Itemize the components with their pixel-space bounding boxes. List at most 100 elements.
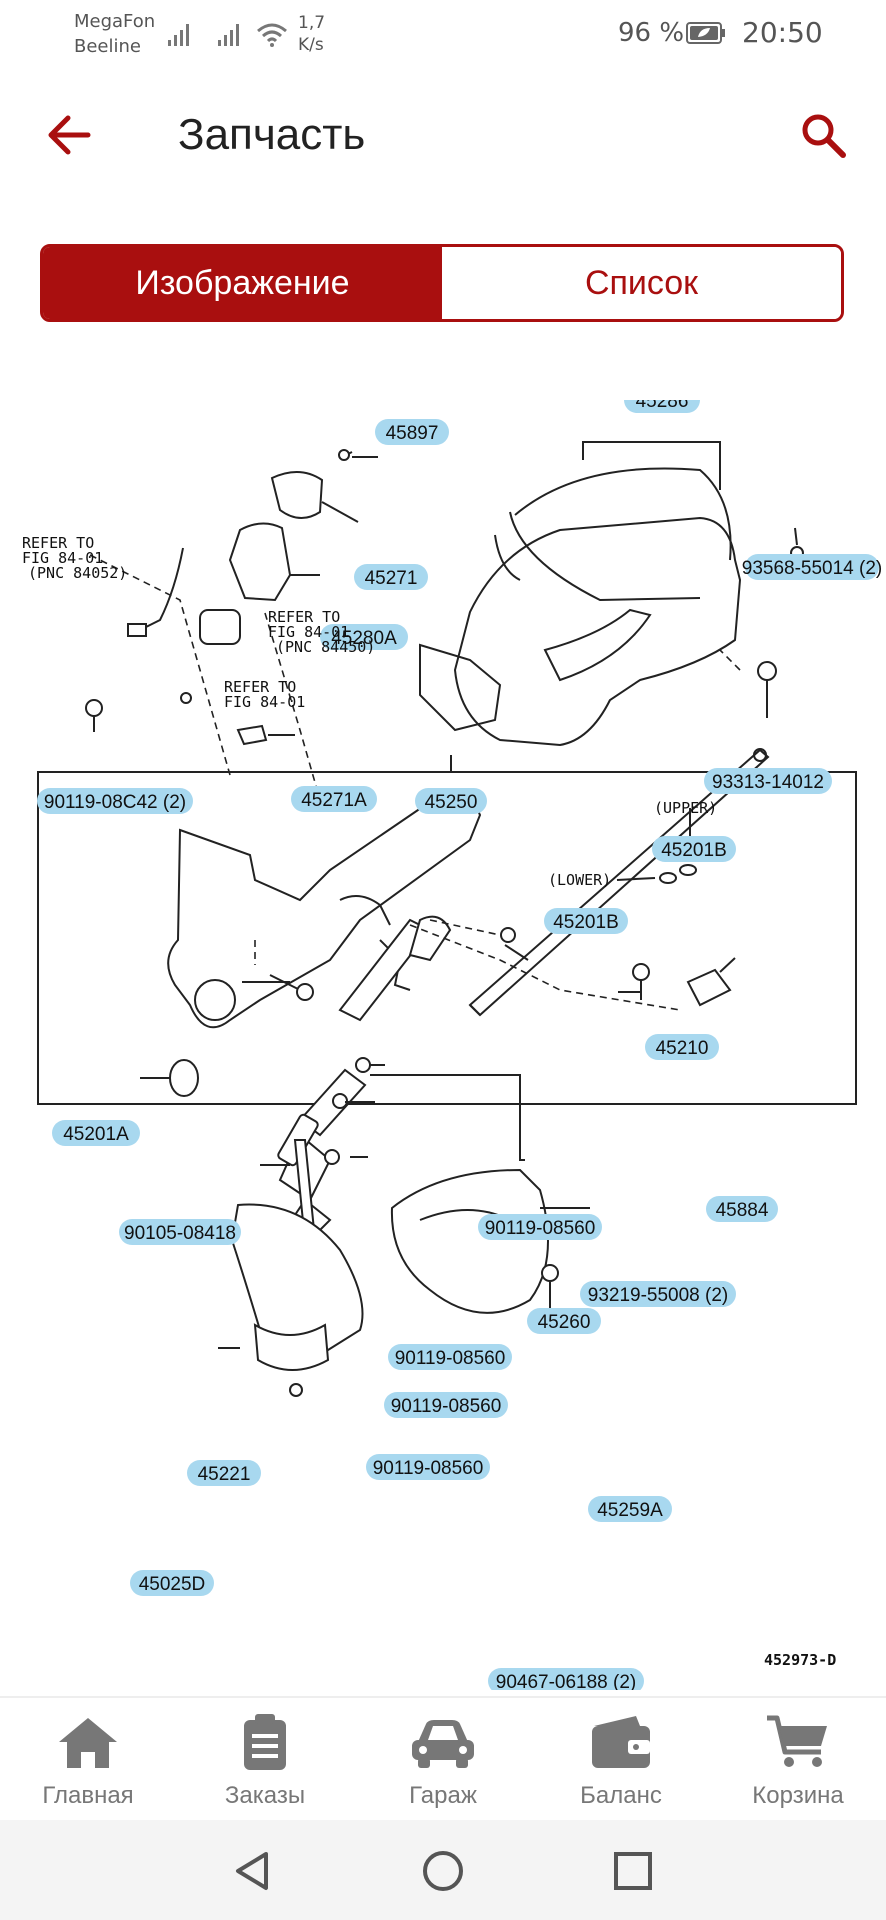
part-number: 90119-08560 — [485, 1218, 596, 1239]
part-callout-c93219[interactable]: 93219-55008 (2) — [580, 1281, 736, 1307]
part-number: 93568-55014 (2) — [742, 558, 883, 579]
part-number: 93219-55008 (2) — [588, 1285, 729, 1306]
callout-bubble — [478, 1214, 602, 1240]
boot-45884 — [686, 968, 732, 1007]
car-icon — [412, 1720, 474, 1768]
bolt-90105-head — [296, 983, 314, 1001]
part-callout-c90119_d[interactable]: 90119-08560 — [366, 1454, 490, 1480]
part-callout-c90467[interactable]: 90467-06188 (2) — [488, 1668, 644, 1690]
home-icon — [59, 1718, 117, 1768]
part-callout-c93313[interactable]: 93313-14012 — [704, 768, 832, 794]
callout-bubble — [375, 419, 449, 445]
nav-label: Заказы — [224, 1782, 306, 1809]
callout-bubble — [706, 1196, 778, 1222]
callout-bubble — [588, 1496, 672, 1522]
upper-note: (UPPER) — [654, 799, 717, 817]
tab-image[interactable]: Изображение — [43, 247, 442, 319]
tab-list[interactable]: Список — [442, 247, 841, 319]
signal-icon — [168, 24, 189, 46]
system-navigation — [0, 1820, 886, 1920]
part-number: 45280A — [331, 628, 397, 649]
home-circle-icon[interactable] — [420, 1848, 466, 1894]
callout-bubble — [388, 1344, 512, 1370]
callout-bubble — [119, 1219, 241, 1245]
part-callout-c45210[interactable]: 45210 — [645, 1034, 719, 1060]
part-callout-c45286[interactable]: 45286 — [624, 400, 700, 413]
part-callout-c45201a[interactable]: 45201A — [52, 1120, 140, 1146]
refer-note-2: (PNC 84450) — [276, 638, 375, 656]
part-callout-c45884[interactable]: 45884 — [706, 1196, 778, 1222]
part-number: 93313-14012 — [712, 772, 824, 793]
nav-item-balance[interactable]: Баланс — [546, 1712, 696, 1810]
clock: 20:50 — [742, 16, 823, 49]
callout-bubble — [544, 908, 628, 934]
callout-bubble — [652, 836, 736, 862]
nav-item-orders[interactable]: Заказы — [190, 1712, 340, 1810]
part-callout-c45259a[interactable]: 45259A — [588, 1496, 672, 1522]
part-callout-c90119_c[interactable]: 90119-08560 — [384, 1392, 508, 1418]
part-callout-c45260[interactable]: 45260 — [527, 1308, 601, 1334]
part-callout-c90119_b[interactable]: 90119-08560 — [388, 1344, 512, 1370]
part-number: 45201B — [661, 840, 727, 861]
signal-icon — [218, 24, 239, 46]
part-callout-c45025d[interactable]: 45025D — [130, 1570, 214, 1596]
clipboard-icon — [244, 1714, 286, 1770]
refer-note-1: FIG 84-01 — [22, 549, 103, 567]
key-cylinder-assembly — [85, 449, 353, 746]
back-triangle-icon[interactable] — [230, 1848, 276, 1894]
part-callout-c45897[interactable]: 45897 — [375, 419, 449, 445]
bearing-45201a — [169, 1059, 199, 1097]
boot-45025d — [230, 1203, 364, 1397]
part-callout-c45271a[interactable]: 45271A — [291, 786, 377, 812]
refer-note-2: REFER TO — [268, 608, 340, 626]
part-callout-c45201b_upper[interactable]: 45201B — [652, 836, 736, 862]
part-number: 90119-08560 — [373, 1458, 484, 1479]
callout-bubble — [366, 1454, 490, 1480]
clip-93219 — [632, 963, 650, 981]
nav-item-garage[interactable]: Гараж — [368, 1712, 518, 1810]
part-callout-c93568[interactable]: 93568-55014 (2) — [742, 554, 883, 580]
wifi-icon — [257, 23, 287, 47]
nav-label: Корзина — [752, 1782, 844, 1809]
part-callout-c90105[interactable]: 90105-08418 — [119, 1219, 241, 1245]
column-tube-part — [167, 643, 502, 1029]
nav-item-cart[interactable]: Корзина — [723, 1712, 873, 1810]
column-assembly-frame — [37, 771, 857, 1105]
snap-ring-lower — [659, 872, 677, 884]
back-arrow-icon[interactable] — [44, 110, 94, 160]
part-callout-c90119_a[interactable]: 90119-08560 — [478, 1214, 602, 1240]
callout-bubble — [488, 1668, 644, 1690]
speed-value: 1,7 — [298, 13, 326, 33]
bolt-90119-d — [324, 1149, 340, 1165]
bottom-navigation: Главная Заказы Гараж Баланс — [0, 1696, 886, 1822]
part-number: 45025D — [139, 1574, 206, 1595]
part-number: 45260 — [538, 1312, 591, 1333]
part-callout-c45271[interactable]: 45271 — [354, 564, 428, 590]
search-icon[interactable] — [798, 110, 848, 160]
part-callout-c90119_08c42[interactable]: 90119-08C42 (2) — [37, 788, 193, 814]
part-number: 45271 — [365, 568, 418, 589]
parts-diagram[interactable]: .ln { stroke:#222; stroke-width:2; fill:… — [0, 400, 886, 1690]
callout-bubble — [130, 1570, 214, 1596]
part-number: 45884 — [716, 1200, 769, 1221]
part-number: 90467-06188 (2) — [496, 1672, 637, 1690]
main-shaft-part — [468, 748, 770, 1017]
network-speed: 1,7 K/s — [298, 12, 325, 56]
part-callout-c45221[interactable]: 45221 — [187, 1460, 261, 1486]
bolt-90119-b — [355, 1057, 371, 1073]
part-callout-c45250[interactable]: 45250 — [415, 788, 487, 814]
view-tabs: Изображение Список — [40, 244, 844, 322]
nav-item-home[interactable]: Главная — [13, 1712, 163, 1810]
callout-bubble — [291, 786, 377, 812]
cover-45259a — [390, 1168, 559, 1314]
recent-apps-icon[interactable] — [610, 1848, 656, 1894]
callout-bubble — [354, 564, 428, 590]
part-number: 45250 — [425, 792, 478, 813]
part-callout-c45201b_lower[interactable]: 45201B — [544, 908, 628, 934]
part-callout-c45280a[interactable]: 45280A — [320, 624, 408, 650]
nav-label: Гараж — [409, 1782, 477, 1809]
battery-percent: 96 % — [618, 18, 685, 48]
part-number: 90119-08560 — [395, 1348, 506, 1369]
callout-bubble — [624, 400, 700, 413]
part-number: 45221 — [198, 1464, 251, 1485]
